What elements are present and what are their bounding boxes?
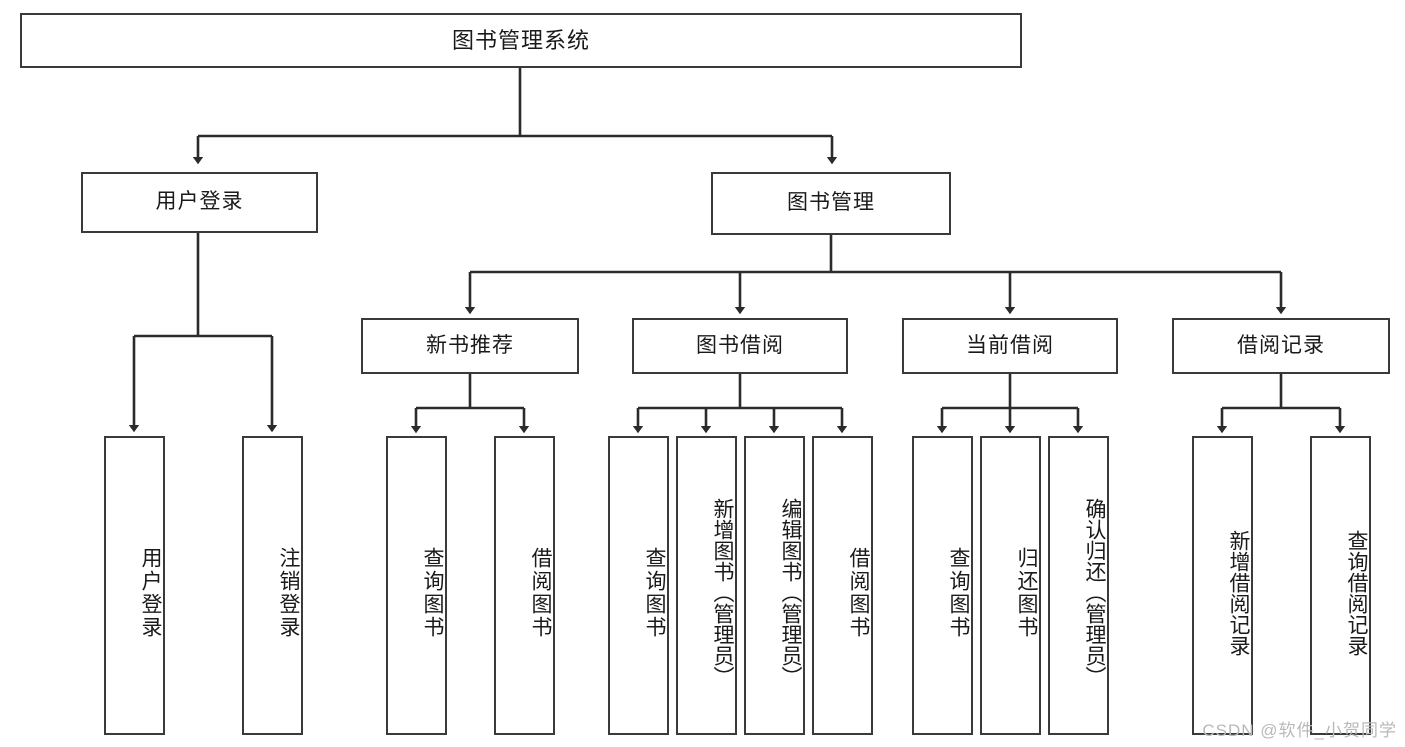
leaf-recommend-query-book[interactable]: 查询图书 [386, 436, 447, 735]
leaf-current-query-book[interactable]: 查询图书 [912, 436, 973, 735]
node-current-borrow[interactable]: 当前借阅 [902, 318, 1118, 374]
node-user-login[interactable]: 用户登录 [81, 172, 318, 233]
leaf-record-add-record[interactable]: 新增借阅记录 [1192, 436, 1253, 735]
leaf-current-return-book[interactable]: 归还图书 [980, 436, 1041, 735]
leaf-borrow-add-book-admin[interactable]: 新增图书（管理员） [676, 436, 737, 735]
node-borrow-record[interactable]: 借阅记录 [1172, 318, 1390, 374]
leaf-recommend-borrow-book[interactable]: 借阅图书 [494, 436, 555, 735]
leaf-borrow-borrow-book[interactable]: 借阅图书 [812, 436, 873, 735]
leaf-borrow-edit-book-admin[interactable]: 编辑图书（管理员） [744, 436, 805, 735]
node-new-book-recommend[interactable]: 新书推荐 [361, 318, 579, 374]
leaf-record-query-record[interactable]: 查询借阅记录 [1310, 436, 1371, 735]
node-book-management[interactable]: 图书管理 [711, 172, 951, 235]
leaf-user-login-logout[interactable]: 注销登录 [242, 436, 303, 735]
leaf-borrow-query-book[interactable]: 查询图书 [608, 436, 669, 735]
node-root-system[interactable]: 图书管理系统 [20, 13, 1022, 68]
leaf-user-login-login[interactable]: 用户登录 [104, 436, 165, 735]
node-book-borrow[interactable]: 图书借阅 [632, 318, 848, 374]
watermark-text: CSDN @软件_小贺同学 [1202, 721, 1397, 740]
leaf-current-confirm-return-admin[interactable]: 确认归还（管理员） [1048, 436, 1109, 735]
